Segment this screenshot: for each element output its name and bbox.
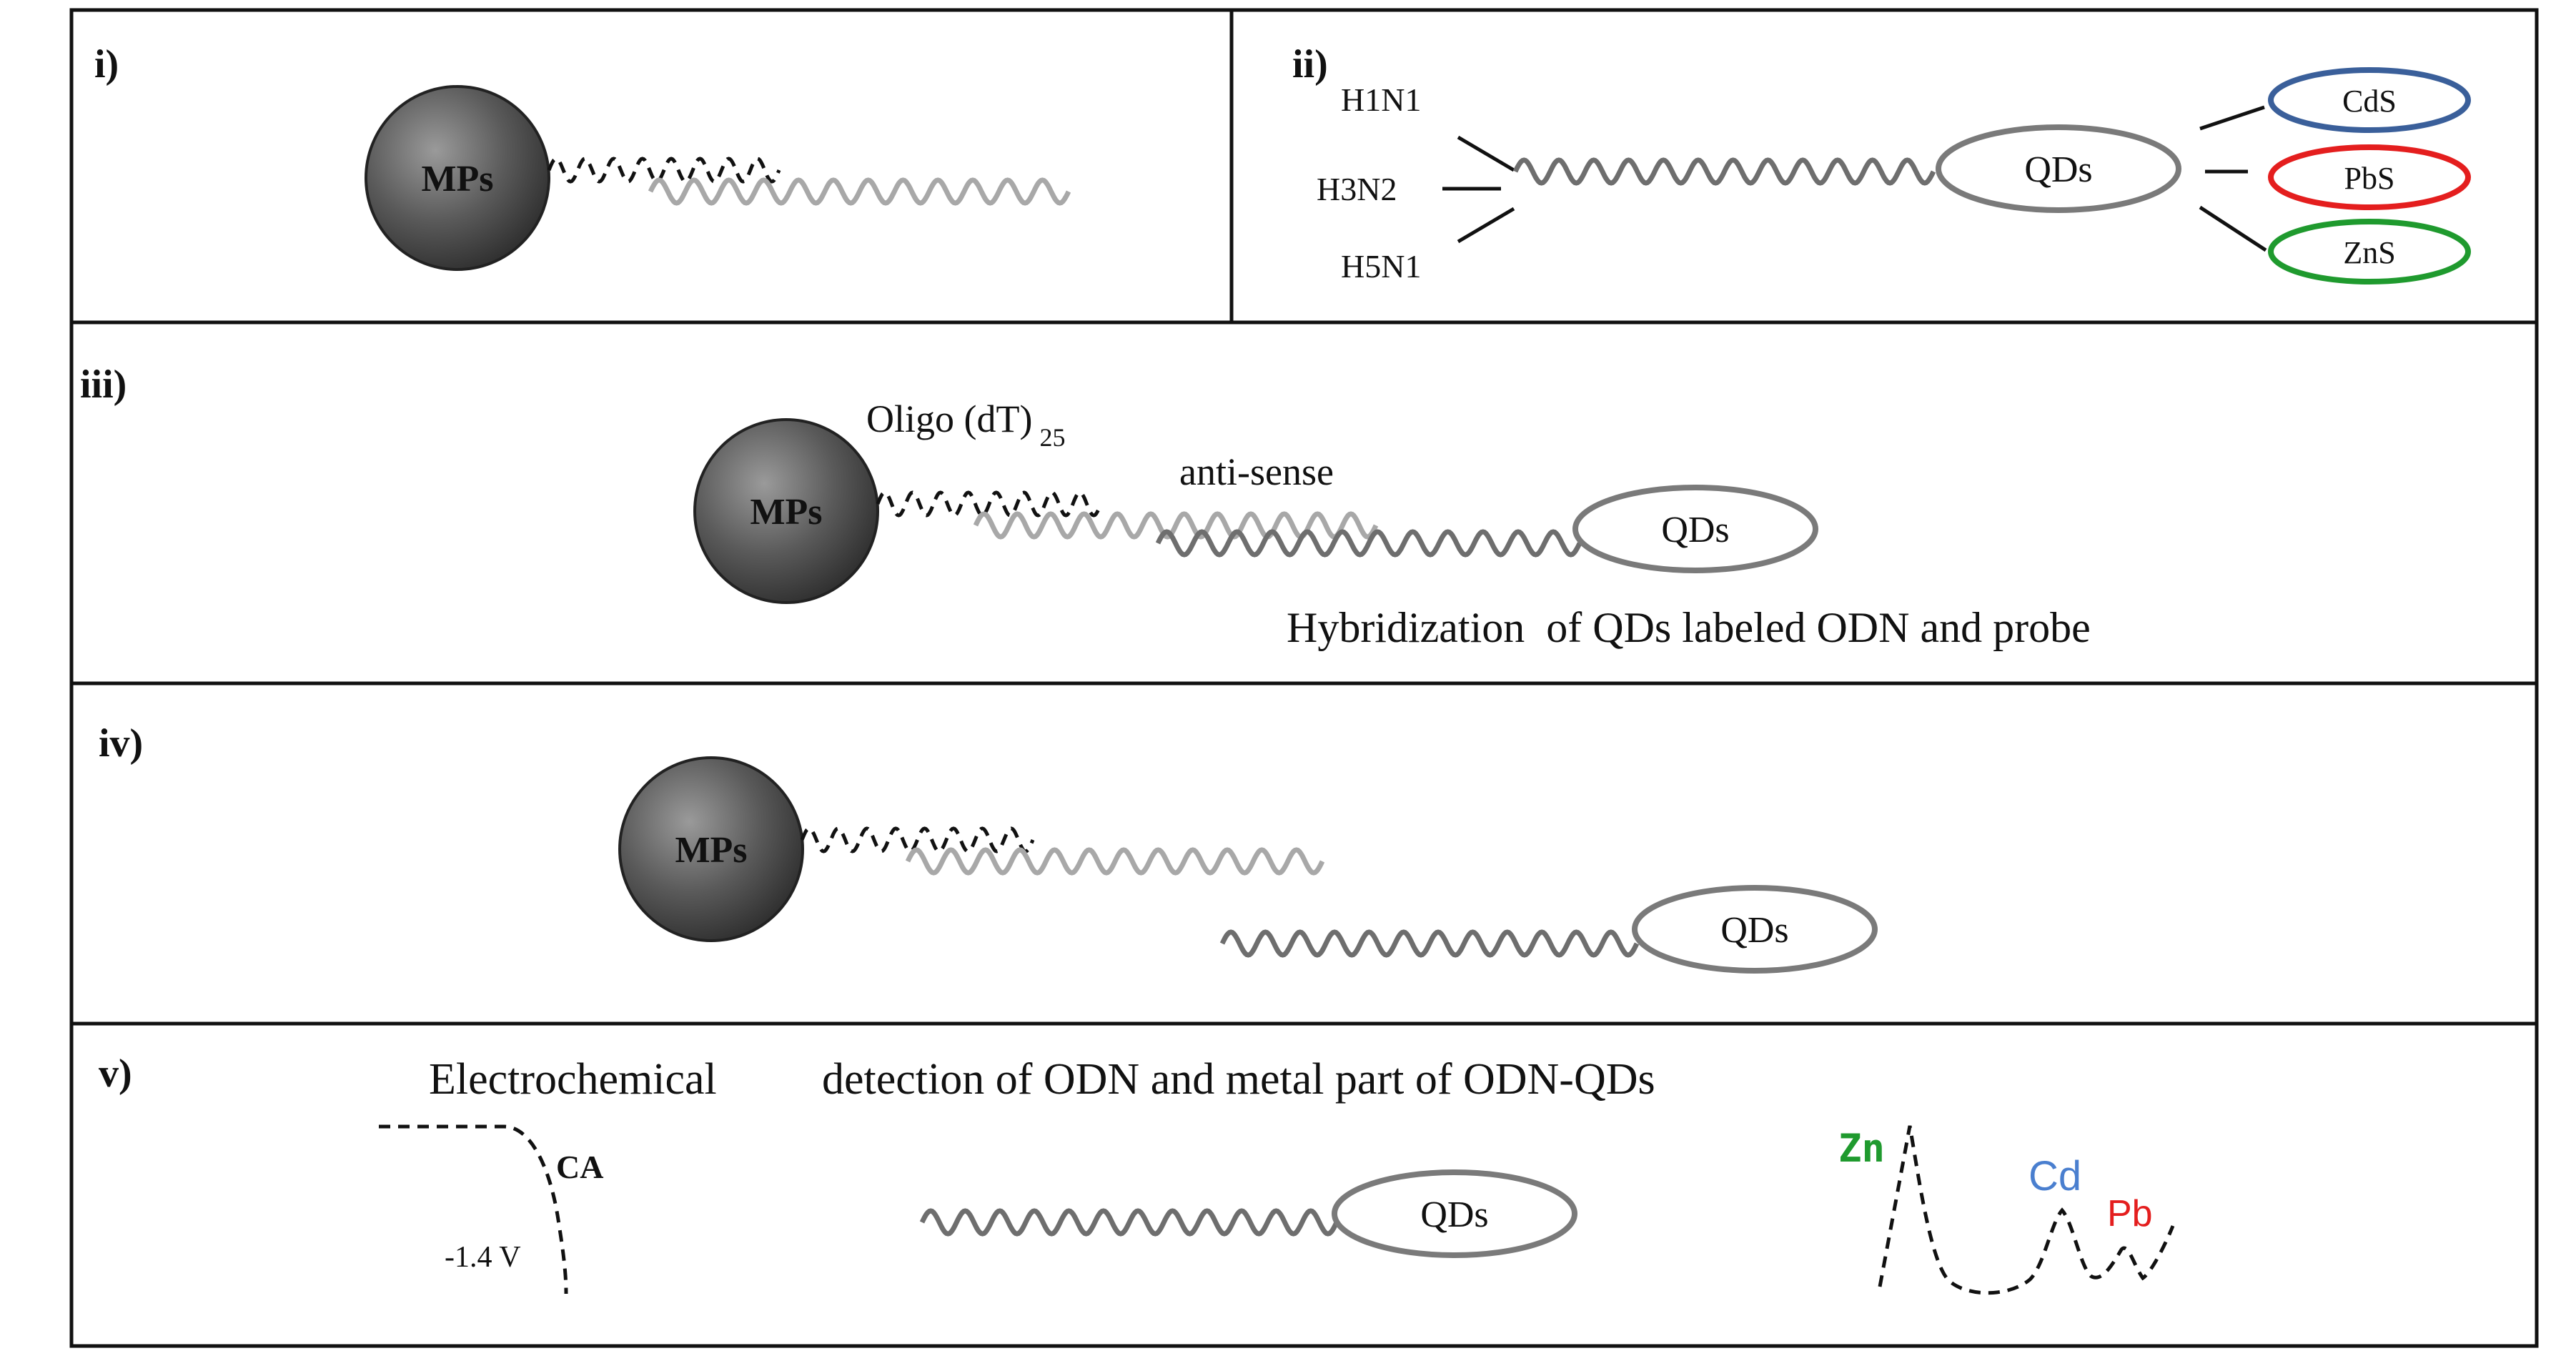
pbs-label: PbS bbox=[2344, 161, 2395, 196]
zns-quantum-dot bbox=[2268, 219, 2471, 284]
strain-h1n1: H1N1 bbox=[1341, 81, 1421, 118]
panel-ii-label: ii) bbox=[1292, 42, 1328, 86]
detection-caption-part-a: Electrochemical bbox=[429, 1055, 717, 1104]
odn-strand-v bbox=[919, 1208, 1339, 1237]
particle-label-iv: MPs bbox=[675, 830, 747, 871]
strain-h3n2: H3N2 bbox=[1317, 171, 1397, 207]
cds-label: CdS bbox=[2342, 84, 2397, 119]
voltammogram-curve bbox=[1878, 1125, 2175, 1295]
panel-i: i) MPs bbox=[94, 42, 1071, 271]
quantum-dot-ii bbox=[1936, 124, 2181, 213]
oligo-dt-subscript: 25 bbox=[1039, 423, 1065, 452]
cd-peak-label: Cd bbox=[2028, 1153, 2081, 1199]
frame-panel-iv bbox=[69, 681, 2539, 1026]
frame-panel-v bbox=[69, 1021, 2539, 1348]
panel-iv-label: iv) bbox=[99, 721, 143, 766]
zn-peak-label: Zn bbox=[1838, 1126, 1885, 1171]
oligo-dt-linker-i bbox=[547, 157, 781, 184]
frame-panel-i bbox=[69, 8, 1234, 325]
quantum-dot-v bbox=[1332, 1169, 1577, 1258]
panel-iii: iii) MPs Oligo (dT)25 anti-sense QDs Hyb… bbox=[80, 362, 2091, 651]
connector-h1n1 bbox=[1457, 135, 1515, 172]
oligo-dt-label: Oligo (dT)25 bbox=[866, 397, 1065, 452]
probe-strand-i bbox=[648, 177, 1071, 206]
pbs-quantum-dot bbox=[2268, 144, 2471, 210]
probe-strand-iv bbox=[905, 847, 1325, 876]
zns-label: ZnS bbox=[2343, 235, 2395, 270]
cds-quantum-dot bbox=[2268, 67, 2471, 133]
anti-sense-label: anti-sense bbox=[1179, 450, 1334, 493]
connector-cds bbox=[2199, 105, 2265, 131]
panel-ii: ii) H1N1 H3N2 H5N1 QDs CdS PbS ZnS bbox=[1292, 42, 2471, 284]
panel-v-label: v) bbox=[99, 1051, 132, 1096]
panel-iv: iv) MPs QDs bbox=[99, 721, 1878, 974]
probe-strand-iii bbox=[973, 511, 1379, 540]
hybridization-caption: Hybridization of QDs labeled ODN and pro… bbox=[1287, 604, 2091, 651]
quantum-dot-label-v: QDs bbox=[1420, 1194, 1488, 1235]
quantum-dot-label-ii: QDs bbox=[2024, 149, 2092, 190]
particle-label-iii: MPs bbox=[750, 492, 822, 533]
quantum-dot-iv bbox=[1632, 885, 1878, 974]
detection-caption-part-b: detection of ODN and metal part of ODN-Q… bbox=[822, 1055, 1655, 1104]
strain-h5n1: H5N1 bbox=[1341, 248, 1421, 284]
quantum-dot-iii bbox=[1572, 485, 1818, 573]
oligo-dt-text: Oligo (dT) bbox=[866, 397, 1032, 440]
panel-i-label: i) bbox=[94, 42, 119, 86]
connector-h5n1 bbox=[1457, 207, 1515, 244]
particle-label-i: MPs bbox=[421, 159, 493, 199]
oligo-dt-linker-iii bbox=[876, 490, 1103, 518]
magnetic-particle-iii bbox=[693, 418, 879, 604]
odn-strand-ii bbox=[1512, 157, 1936, 186]
quantum-dot-label-iii: QDs bbox=[1661, 510, 1729, 550]
voltage-label: -1.4 V bbox=[445, 1241, 521, 1274]
ca-label: CA bbox=[556, 1149, 603, 1185]
panel-v: v) Electrochemical detection of ODN and … bbox=[99, 1051, 2175, 1295]
target-strand-iii bbox=[1155, 529, 1582, 558]
oligo-dt-linker-iv bbox=[800, 826, 1035, 853]
panel-iii-label: iii) bbox=[80, 362, 127, 407]
released-target-strand-iv bbox=[1219, 929, 1640, 958]
pb-peak-label: Pb bbox=[2107, 1193, 2153, 1234]
magnetic-particle-iv bbox=[618, 756, 804, 942]
magnetic-particle-i bbox=[365, 85, 550, 271]
ca-curve bbox=[379, 1124, 568, 1295]
quantum-dot-label-iv: QDs bbox=[1720, 910, 1788, 951]
panel-frames bbox=[69, 8, 2539, 1348]
connector-zns bbox=[2199, 205, 2267, 252]
